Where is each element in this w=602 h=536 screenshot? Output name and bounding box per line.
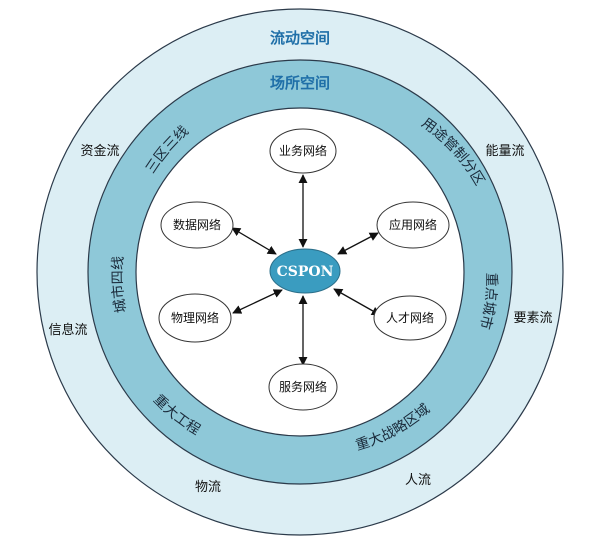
node-lower-right: 人才网络: [373, 295, 447, 341]
arrow-lower-right: [333, 288, 381, 316]
flow-energy: 能量流: [485, 144, 524, 159]
flow-people: 人流: [405, 473, 431, 488]
flow-material: 物流: [195, 480, 221, 495]
center-node: CSPON: [269, 248, 341, 294]
node-lower-right-label: 人才网络: [386, 310, 434, 325]
node-top-label: 业务网络: [279, 143, 327, 158]
node-lower-left-label: 物理网络: [171, 310, 219, 325]
node-bottom: 服务网络: [268, 363, 338, 411]
node-upper-left: 数据网络: [160, 201, 234, 249]
node-top: 业务网络: [269, 128, 337, 174]
connector-arrows: [231, 174, 381, 366]
arrow-upper-left: [231, 227, 277, 255]
arrow-upper-right: [337, 232, 379, 255]
node-upper-left-label: 数据网络: [173, 217, 221, 232]
node-bottom-label: 服务网络: [279, 379, 327, 394]
flow-information: 信息流: [48, 322, 87, 338]
node-upper-right-label: 应用网络: [389, 217, 437, 232]
node-upper-right: 应用网络: [376, 201, 450, 249]
flow-factor: 要素流: [513, 311, 552, 326]
middle-title: 场所空间: [270, 74, 330, 92]
arrow-lower-left: [232, 289, 283, 314]
node-lower-left: 物理网络: [158, 293, 232, 343]
flow-capital: 资金流: [80, 143, 119, 159]
outer-title: 流动空间: [270, 29, 330, 47]
center-label: CSPON: [277, 264, 334, 280]
